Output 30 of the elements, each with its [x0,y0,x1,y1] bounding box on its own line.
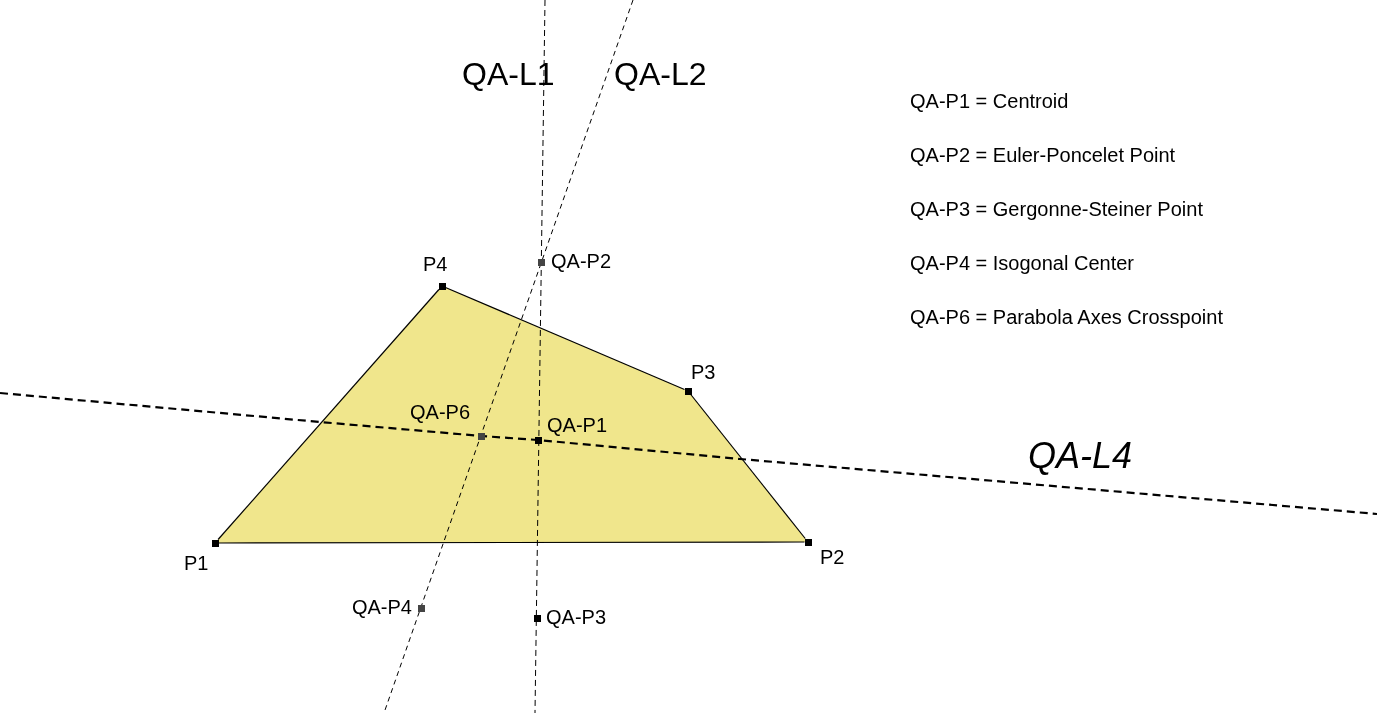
point-label: P1 [184,553,209,573]
point-marker [533,614,541,622]
definition-text: QA-P4 = Isogonal Center [910,253,1134,273]
point-marker [804,538,812,546]
point-label: QA-P1 [547,415,608,435]
point-marker [534,436,542,444]
point-label: QA-P2 [551,251,612,271]
definition-text: QA-P1 = Centroid [910,91,1069,111]
point-marker [684,387,692,395]
definition-text: QA-P3 = Gergonne-Steiner Point [910,199,1203,219]
point-label: P2 [820,547,845,567]
point-marker [537,258,545,266]
point-label: P4 [423,254,448,274]
point-marker [211,539,219,547]
line-label: QA-L2 [614,58,707,90]
definition-text: QA-P6 = Parabola Axes Crosspoint [910,307,1223,327]
point-label: QA-P3 [546,607,607,627]
line-label: QA-L4 [1028,438,1133,474]
point-label: QA-P6 [410,402,471,422]
quadrilateral-side [690,393,806,540]
quadrilateral-side [217,541,806,544]
point-marker [438,282,446,290]
point-marker [417,604,425,612]
line-label: QA-L1 [462,58,555,90]
quadrilateral-side [217,288,440,541]
quadrilateral-side [444,286,686,391]
point-marker [477,432,485,440]
point-label: P3 [691,362,716,382]
point-label: QA-P4 [351,597,412,617]
definition-text: QA-P2 = Euler-Poncelet Point [910,145,1176,165]
